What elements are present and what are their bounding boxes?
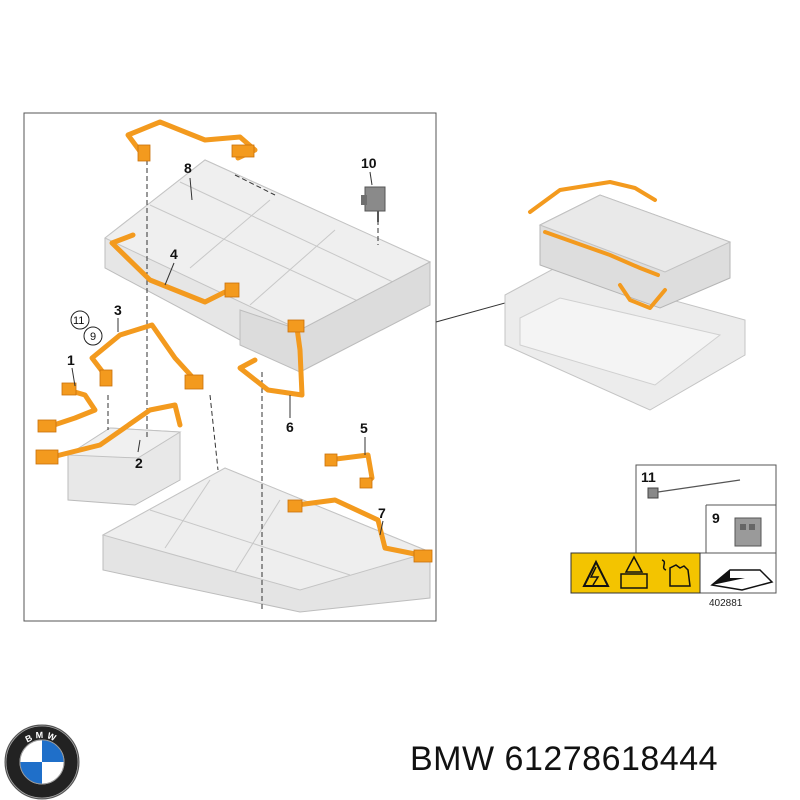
cable-8 [125, 119, 258, 161]
callout-6: 6 [286, 419, 294, 435]
circled-9-ring [83, 326, 103, 346]
callout-3: 3 [114, 302, 122, 318]
component-2-module [66, 427, 182, 506]
hand-shock-icon [661, 559, 667, 571]
callout-4: 4 [170, 246, 178, 262]
bmw-logo-letters: BMW [24, 730, 58, 745]
callout-2: 2 [135, 455, 143, 471]
cable-3 [89, 322, 198, 383]
upper-battery-module [104, 159, 432, 373]
manual-book-icon [620, 573, 648, 589]
lower-battery-module [101, 467, 432, 613]
cable-7 [294, 497, 428, 559]
part-number-caption: BMW 61278618444 [410, 740, 719, 778]
arrow-icon [710, 569, 774, 591]
circled-callout-11: 11 [73, 315, 84, 327]
lightning-warning-icon [582, 559, 610, 587]
high-voltage-warning-label [570, 552, 701, 594]
part-10-connector [361, 186, 386, 222]
cable-2 [45, 402, 183, 461]
legend-label-9: 9 [712, 510, 720, 526]
caution-triangle-icon [624, 555, 644, 573]
connectors [35, 144, 433, 563]
circled-11-ring [70, 310, 90, 330]
circled-callout-9: 9 [90, 331, 96, 343]
part-9-connector-icon [734, 517, 762, 547]
guide-lines [107, 160, 379, 610]
callout-10: 10 [361, 155, 377, 171]
svg-text:BMW: BMW [24, 730, 61, 745]
callout-8: 8 [184, 160, 192, 176]
legend-label-11: 11 [641, 469, 656, 485]
cable-1 [42, 387, 98, 431]
overview-assembly [504, 180, 746, 411]
leader-lines [71, 171, 384, 536]
reference-number: 402881 [709, 598, 743, 609]
bmw-logo-icon: BMW [4, 724, 80, 800]
callout-5: 5 [360, 420, 368, 436]
callout-7: 7 [378, 505, 386, 521]
part-11-sensor-icon [647, 479, 741, 499]
cable-4 [109, 232, 228, 305]
callout-1: 1 [67, 352, 75, 368]
main-diagram-frame [23, 112, 437, 622]
cable-6 [237, 325, 305, 398]
